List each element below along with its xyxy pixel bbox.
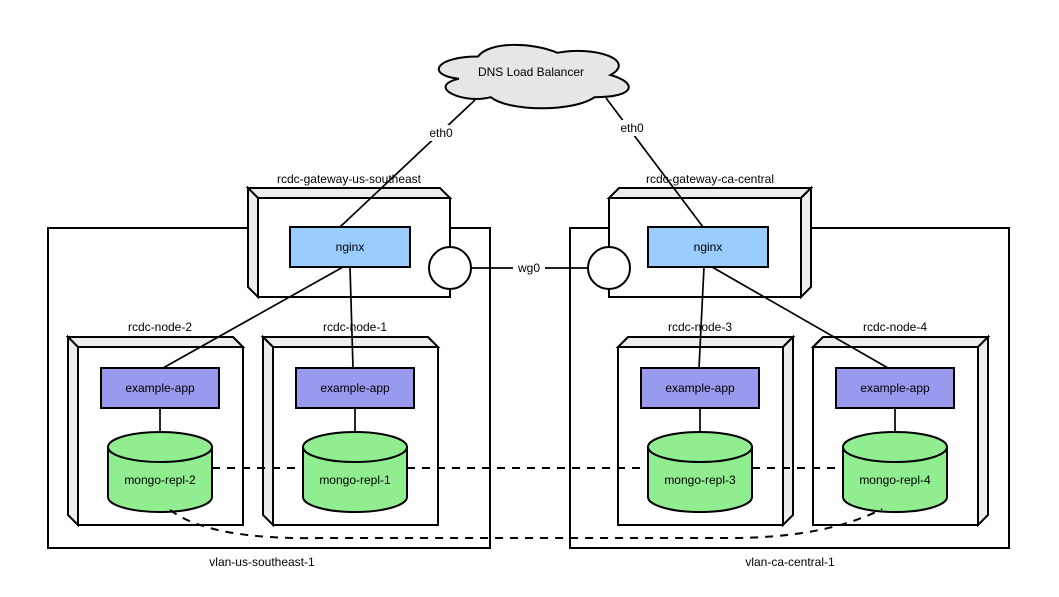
mongo-repl-3-label: mongo-repl-3	[664, 473, 736, 487]
mongo-repl-4-cylinder	[842, 431, 948, 513]
eth0-label-right: eth0	[620, 121, 644, 135]
link-nginx-to-node-4	[711, 266, 889, 369]
node-4-label: rcdc-node-4	[863, 320, 927, 334]
node-1-label: rcdc-node-1	[323, 320, 387, 334]
node-2-label: rcdc-node-2	[128, 320, 192, 334]
cylinder-body	[647, 446, 753, 513]
mongo-repl-1-cylinder	[302, 431, 408, 513]
eth0-link-right	[605, 97, 704, 228]
example-app-box-node-4	[835, 367, 955, 409]
link-nginx-to-node-3	[698, 266, 705, 369]
cloud-label: DNS Load Balancer	[478, 65, 584, 79]
example-app-label-node-3: example-app	[665, 381, 735, 395]
mongo-repl-1-label: mongo-repl-1	[319, 473, 391, 487]
cylinder-top	[647, 431, 753, 463]
vlan-ca-central-1-label: vlan-ca-central-1	[745, 555, 835, 569]
node-bevel-side	[782, 334, 794, 528]
mongo-replication-link-2-4	[169, 508, 883, 540]
wg0-port-circle-right	[587, 246, 631, 290]
nginx-label-left: nginx	[336, 240, 365, 254]
cylinder-body	[842, 446, 948, 513]
nginx-box-right	[647, 226, 769, 268]
wg0-label-bg	[513, 260, 545, 276]
example-app-box-node-2	[100, 367, 220, 409]
gateway-bevel-top	[606, 187, 814, 199]
node-bevel-top	[260, 336, 441, 348]
mongo-repl-4-label: mongo-repl-4	[859, 473, 931, 487]
eth0-left-label-bg	[424, 125, 458, 141]
cylinder-body	[302, 446, 408, 513]
eth0-label-left: eth0	[429, 126, 453, 140]
wg0-label: wg0	[517, 261, 540, 275]
nginx-label-right: nginx	[694, 240, 723, 254]
node-bevel-side	[262, 334, 274, 528]
node-bevel-side	[67, 334, 79, 528]
cylinder-body	[107, 446, 213, 513]
cloud-shape	[437, 43, 630, 110]
nginx-box-left	[289, 226, 411, 268]
vlan-us-southeast-1-label: vlan-us-southeast-1	[209, 555, 315, 569]
link-nginx-to-node-1	[349, 266, 354, 369]
gateway-us-southeast-label: rcdc-gateway-us-southeast	[277, 172, 422, 186]
mongo-repl-2-label: mongo-repl-2	[124, 473, 196, 487]
node-bevel-top	[810, 336, 991, 348]
example-app-box-node-1	[295, 367, 415, 409]
cylinder-top	[842, 431, 948, 463]
node-3-label: rcdc-node-3	[668, 320, 732, 334]
example-app-box-node-3	[640, 367, 760, 409]
gateway-ca-central-label: rcdc-gateway-ca-central	[646, 172, 774, 186]
example-app-label-node-4: example-app	[860, 381, 930, 395]
cylinder-top	[107, 431, 213, 463]
cylinder-top	[302, 431, 408, 463]
gateway-bevel-top	[245, 187, 453, 199]
node-bevel-top	[615, 336, 796, 348]
eth0-right-label-bg	[615, 120, 649, 136]
gateway-bevel-side	[247, 185, 259, 300]
link-nginx-to-node-2	[162, 266, 344, 369]
eth0-link-left	[339, 99, 476, 228]
wg0-port-circle-left	[428, 246, 472, 290]
mongo-repl-3-cylinder	[647, 431, 753, 513]
gateway-bevel-side	[800, 185, 812, 300]
mongo-repl-2-cylinder	[107, 431, 213, 513]
node-bevel-side	[977, 334, 989, 528]
example-app-label-node-1: example-app	[320, 381, 390, 395]
dns-load-balancer-cloud	[437, 43, 630, 110]
example-app-label-node-2: example-app	[125, 381, 195, 395]
